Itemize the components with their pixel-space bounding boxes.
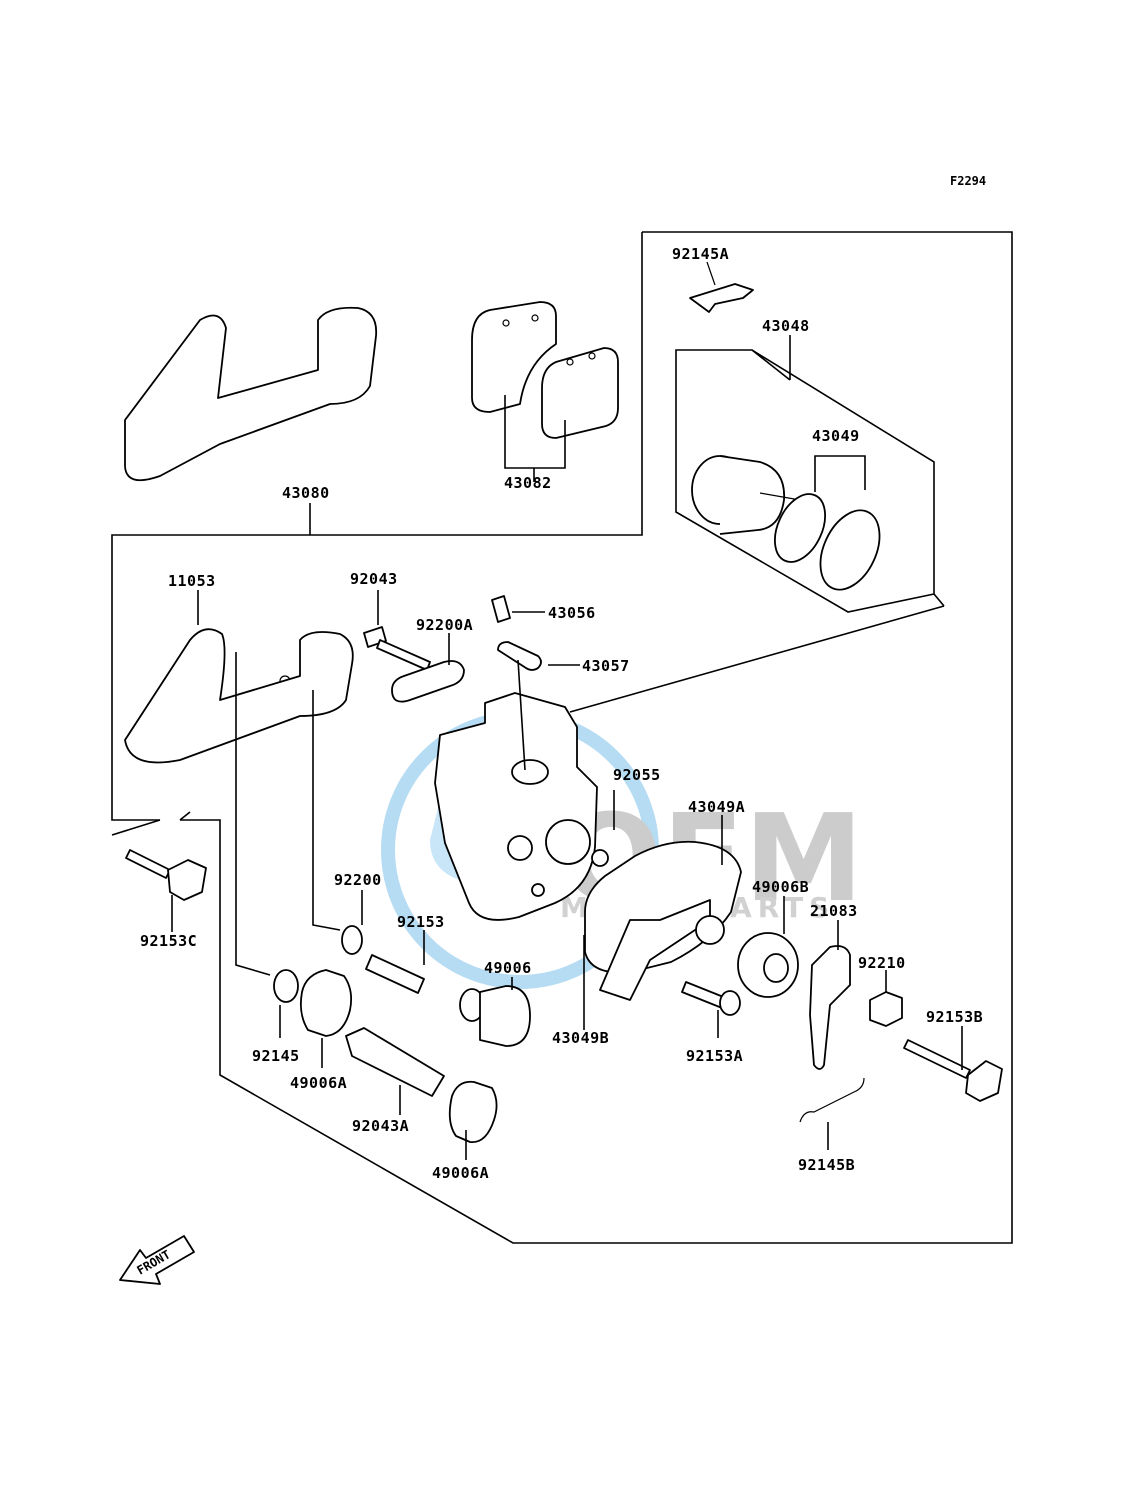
- part-92153-pin: [365, 930, 425, 994]
- label-92153B: 92153B: [926, 1008, 983, 1026]
- label-92153C: 92153C: [140, 932, 197, 950]
- label-92043: 92043: [350, 570, 398, 588]
- part-49006A-bushing-1: [299, 969, 353, 1068]
- part-92153B-bolt: [903, 1026, 1003, 1102]
- label-43049A: 43049A: [688, 798, 745, 816]
- label-43048: 43048: [762, 317, 810, 335]
- part-43049-seals: [691, 455, 881, 591]
- label-21083: 21083: [810, 902, 858, 920]
- part-92200A-lock-plate: [391, 633, 465, 703]
- label-92145A: 92145A: [672, 245, 729, 263]
- part-92145B-spring: [799, 1077, 865, 1150]
- label-49006A-2: 49006A: [432, 1164, 489, 1182]
- part-92210-nut: [869, 970, 903, 1027]
- label-43056: 43056: [548, 604, 596, 622]
- part-92153C-bolt: [125, 849, 207, 932]
- part-49006A-bushing-2: [448, 1080, 498, 1160]
- part-43057-cap: [497, 641, 580, 671]
- label-92145B: 92145B: [798, 1156, 855, 1174]
- label-43057: 43057: [582, 657, 630, 675]
- part-21083-lever: [809, 920, 851, 1070]
- label-49006: 49006: [484, 959, 532, 977]
- label-92200: 92200: [334, 871, 382, 889]
- part-92200-washer: [312, 690, 363, 955]
- part-43049A-cover: [584, 815, 742, 1001]
- label-43049: 43049: [812, 427, 860, 445]
- part-49006B-piston: [737, 896, 799, 998]
- label-92145: 92145: [252, 1047, 300, 1065]
- label-49006A-1: 49006A: [290, 1074, 347, 1092]
- label-49006B: 49006B: [752, 878, 809, 896]
- label-92153A: 92153A: [686, 1047, 743, 1065]
- label-92043A: 92043A: [352, 1117, 409, 1135]
- part-49006-piston: [459, 977, 531, 1047]
- figure-code: F2294: [950, 174, 986, 188]
- part-43082-brake-pads: [471, 301, 619, 482]
- part-92153A-bolt: [681, 981, 741, 1038]
- part-92145A-clip: [689, 261, 754, 313]
- label-43082: 43082: [504, 474, 552, 492]
- front-arrow: FRONT: [119, 1235, 195, 1285]
- part-caliper-body: [434, 659, 598, 921]
- label-92055: 92055: [613, 766, 661, 784]
- part-92145-washer: [235, 652, 299, 1038]
- part-92055-oring: [591, 790, 615, 867]
- assembly-outline: [111, 231, 1013, 1244]
- part-92043A-pin: [345, 1027, 445, 1115]
- bracket-body: [124, 628, 354, 764]
- label-43049B: 43049B: [552, 1029, 609, 1047]
- label-11053: 11053: [168, 572, 216, 590]
- label-92200A: 92200A: [416, 616, 473, 634]
- part-43056-bleeder: [491, 595, 545, 623]
- label-92210: 92210: [858, 954, 906, 972]
- part-labels: 92145A 43048 43049 43082 43080 11053 920…: [140, 245, 983, 1182]
- label-92153: 92153: [397, 913, 445, 931]
- label-43080: 43080: [282, 484, 330, 502]
